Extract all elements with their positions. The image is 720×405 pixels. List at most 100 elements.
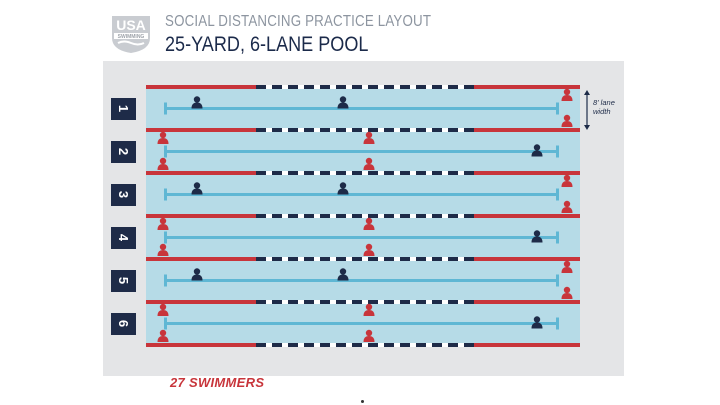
lane-line-end-cap [556,231,559,244]
lane-rope-float [352,257,362,261]
lane-rope-float [368,214,378,218]
lane-rope-white-segment [256,85,470,89]
page-dot [361,400,364,403]
lane-number-4: 4 [111,226,136,249]
lane-rope-float [432,85,442,89]
swimmer-navy [191,96,203,109]
lane-rope-float [304,257,314,261]
lane-rope-float [320,171,330,175]
lane-rope-float [352,85,362,89]
swimmer-navy [191,182,203,195]
lane-rope-float [336,85,346,89]
lane-rope-float [336,343,346,347]
lane-rope-float [336,128,346,132]
lane-rope-red-segment [470,85,580,89]
lane-rope-white-segment [256,343,470,347]
swimmer-red [157,131,169,144]
lane-rope-float [432,214,442,218]
lane-rope-float [448,343,458,347]
lane-rope-float [464,214,474,218]
lane-rope-float [448,257,458,261]
lane-rope-float [272,171,282,175]
lane-rope-float [320,214,330,218]
lane-rope-float [272,214,282,218]
lane-rope-float [352,171,362,175]
usa-swimming-logo: USA SWIMMING [108,12,154,54]
swimmer-red [561,114,573,127]
lane-rope-float [256,257,266,261]
lane-rope-float [320,257,330,261]
swimmer-red [363,303,375,316]
lane-number-6: 6 [111,312,136,335]
lane-rope-float [272,300,282,304]
lane-rope-float [416,300,426,304]
lane-line-end-cap [556,188,559,201]
lane-line-end-cap [556,274,559,287]
lane-rope-float [272,85,282,89]
lane-rope-float [416,128,426,132]
lane-rope-white-segment [256,257,470,261]
lane-line-end-cap [556,102,559,115]
lane-rope-float [416,343,426,347]
swimmer-red [363,243,375,256]
lane-rope-red-segment [470,171,580,175]
lane-rope-float [256,128,266,132]
lane-rope-float [336,300,346,304]
lane-line-end-cap [164,231,167,244]
lane-line-end-cap [164,145,167,158]
arrow-head-down [584,125,590,130]
lane-rope-float [464,171,474,175]
lane-rope-float [384,171,394,175]
lane-number-label: 5 [115,276,131,285]
swimmer-red [561,88,573,101]
lane-rope-float [320,85,330,89]
lane-rope-float [384,343,394,347]
lane-number-label: 3 [115,190,131,199]
swimmer-red [157,329,169,342]
lane-rope-float [336,257,346,261]
lane-rope-red-segment [146,343,256,347]
lane-line-end-cap [164,274,167,287]
lane-rope-white-segment [256,128,470,132]
lane-rope-float [336,214,346,218]
lane-rope-float [400,214,410,218]
lane-line-end-cap [164,102,167,115]
lane-rope-float [464,257,474,261]
lane-rope-float [352,128,362,132]
lane-rope-float [288,171,298,175]
lane-number-label: 2 [115,147,131,156]
lane-rope-float [400,257,410,261]
svg-text:SWIMMING: SWIMMING [118,34,145,40]
page-subtitle: SOCIAL DISTANCING PRACTICE LAYOUT [165,13,432,30]
swimmer-navy [337,96,349,109]
lane-rope-float [256,300,266,304]
lane-line [166,322,557,325]
lane-line-end-cap [164,317,167,330]
swimmer-navy [337,268,349,281]
lane-rope-float [384,214,394,218]
lane-rope-red-segment [470,300,580,304]
lane-rope-float [320,300,330,304]
lane-rope-white-segment [256,214,470,218]
lane-rope-float [400,343,410,347]
lane-rope-float [288,257,298,261]
lane-rope-float [304,128,314,132]
lane-rope-float [352,343,362,347]
lane-rope-float [432,300,442,304]
page-title: 25-YARD, 6-LANE POOL [165,33,369,56]
lane-rope-float [464,128,474,132]
lane-rope-float [416,171,426,175]
lane-line [166,107,557,110]
lane-rope-float [368,257,378,261]
lane-rope-float [272,343,282,347]
lane-rope-float [432,171,442,175]
swimmer-red [561,174,573,187]
lane-rope-float [400,85,410,89]
lane-rope-red-segment [146,257,256,261]
swimmer-red [363,329,375,342]
swimmer-red [561,260,573,273]
lane-rope-float [272,257,282,261]
lane-rope-float [336,171,346,175]
lane-number-label: 1 [115,104,131,113]
lane-rope-float [304,343,314,347]
